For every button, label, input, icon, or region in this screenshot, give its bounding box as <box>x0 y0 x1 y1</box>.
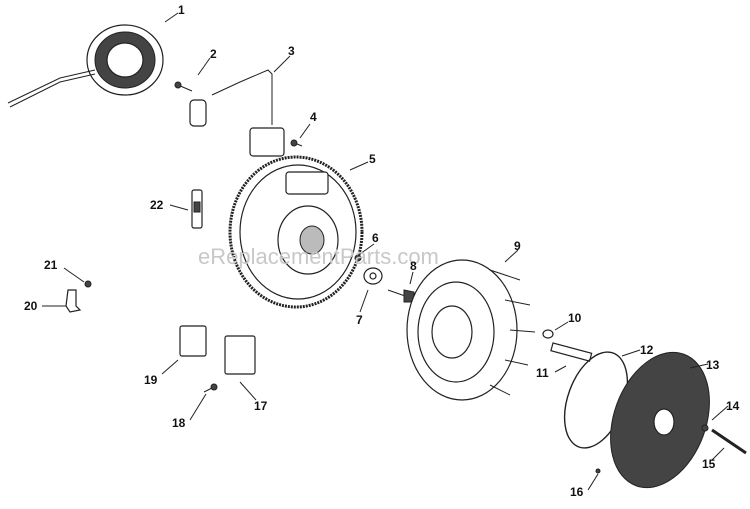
part-spark-plug <box>191 189 203 229</box>
callout-19: 19 <box>144 373 158 387</box>
callout-6: 6 <box>372 231 379 245</box>
part-small-16 <box>595 468 601 474</box>
callout-15: 15 <box>702 457 716 471</box>
callout-4: 4 <box>310 110 317 124</box>
callout-17: 17 <box>254 399 268 413</box>
part-pin-10-11 <box>542 329 593 362</box>
part-fan <box>406 259 536 401</box>
watermark: eReplacementParts.com <box>198 244 439 269</box>
part-bracket-20-21 <box>65 280 92 313</box>
callout-7: 7 <box>356 313 363 327</box>
part-flywheel <box>228 155 364 309</box>
part-fasteners-6-7-8 <box>354 254 415 303</box>
callout-11: 11 <box>536 366 549 380</box>
callout-20: 20 <box>24 299 38 313</box>
callout-8: 8 <box>410 259 417 273</box>
callout-13: 13 <box>706 358 720 372</box>
part-rectifier-group <box>179 325 256 393</box>
part-screw-4 <box>290 139 303 147</box>
callout-22: 22 <box>150 198 164 212</box>
callout-18: 18 <box>172 416 186 430</box>
callout-10: 10 <box>568 311 582 325</box>
callout-9: 9 <box>514 239 521 253</box>
callout-16: 16 <box>570 485 584 499</box>
callout-21: 21 <box>44 258 58 272</box>
part-stator <box>7 24 164 108</box>
part-screw-2 <box>174 81 193 92</box>
callout-3: 3 <box>288 44 295 58</box>
part-ignition-lead <box>189 69 285 157</box>
part-screen <box>610 351 710 489</box>
callout-5: 5 <box>369 152 376 166</box>
callout-12: 12 <box>640 343 654 357</box>
callout-2: 2 <box>210 47 217 61</box>
part-shaft-14-15 <box>701 424 747 455</box>
leader-lines <box>42 12 729 491</box>
callout-14: 14 <box>726 399 740 413</box>
callout-1: 1 <box>178 3 185 17</box>
